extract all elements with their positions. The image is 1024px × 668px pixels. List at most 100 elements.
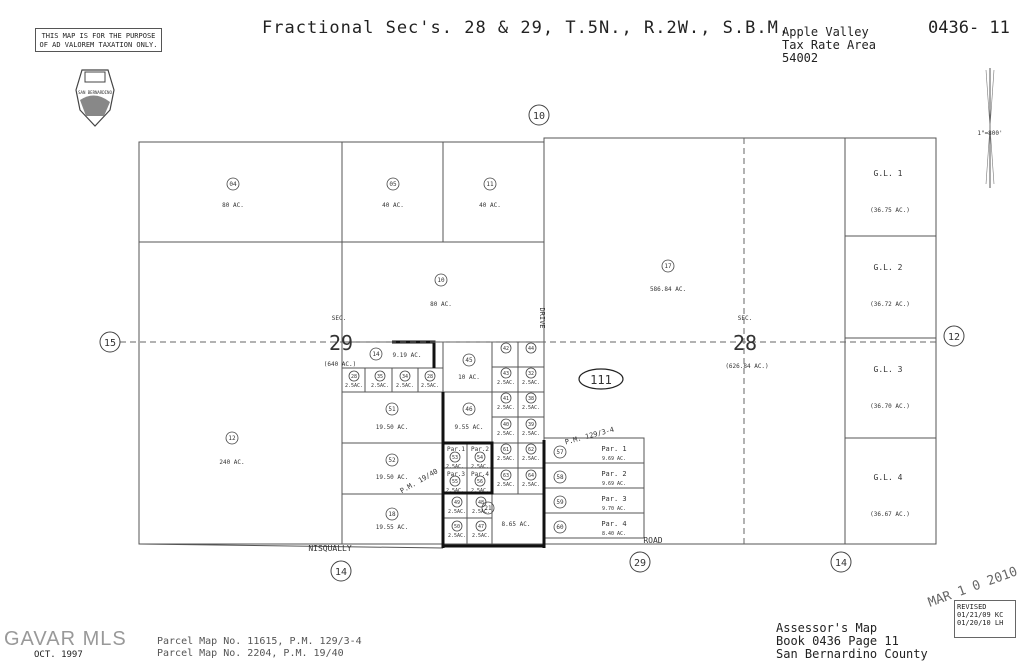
parcel-number-circle [553, 470, 567, 484]
parcel-acreage: 19.50 AC. [376, 474, 409, 481]
parcel-map-notes: Parcel Map No. 11615, P.M. 129/3-4 Parce… [157, 636, 362, 660]
parcel-number: 10 [437, 277, 445, 284]
parcel-acreage: 586.84 AC. [650, 286, 686, 293]
parcel-number-circle [385, 507, 399, 521]
small-parcel-number: 56 [477, 479, 483, 485]
small-parcel-number: 49 [454, 500, 460, 506]
parcel-number-circle [386, 177, 400, 191]
small-parcel-acreage: 2.5AC. [497, 456, 515, 462]
sec28-label: SEC. [738, 315, 752, 322]
small-parcel-acreage: 2.5AC. [471, 464, 489, 470]
page-ref-left: 15 [104, 338, 116, 349]
sec28-number: 28 [733, 331, 757, 355]
pm-129-label: P.M. 129/3-4 [564, 426, 615, 447]
parcel-number-circle [553, 495, 567, 509]
small-parcel-acreage: 2.5AC. [497, 431, 515, 437]
small-par-label: Par.3 [447, 471, 465, 478]
revised-entry-1: 01/21/09 KC [957, 611, 1004, 619]
parcel-number-circle [553, 520, 567, 534]
parcel-number-circle [525, 418, 537, 430]
map-title: Fractional Sec's. 28 & 29, T.5N., R.2W.,… [262, 18, 791, 38]
revised-entry-2: 01/20/10 LH [957, 619, 1004, 627]
parcel-number-circle [451, 520, 463, 532]
parcel-acreage: 40 AC. [382, 202, 404, 209]
small-parcel-acreage: 2.5AC. [472, 533, 490, 539]
parcel-number-circle [434, 273, 448, 287]
map-par-label: Par. 3 [601, 495, 626, 503]
disclaimer-line1: THIS MAP IS FOR THE PURPOSE [41, 32, 156, 40]
parcel-number-circle [449, 451, 461, 463]
parcel-number-circle [500, 392, 512, 404]
parcel-acreage: 40 AC. [479, 202, 501, 209]
small-parcel-number: 35 [377, 374, 383, 380]
small-parcel-number: 53 [452, 455, 458, 461]
map-par-acreage: 9.69 AC. [602, 456, 626, 462]
page-ref-bottom-left: 14 [335, 567, 347, 578]
parcel-number-circle [525, 342, 537, 354]
parcel-number-circle [385, 402, 399, 416]
parcel-number: 51 [388, 406, 396, 413]
parcel-number: 11 [486, 181, 494, 188]
small-parcel-number: 55 [452, 479, 458, 485]
small-par-label: Par.4 [471, 471, 489, 478]
map-par-label: Par. 1 [601, 445, 626, 453]
small-parcel-acreage: 2.5AC. [472, 509, 490, 515]
map-date: OCT. 1997 [34, 650, 83, 660]
parcel-number-circle [500, 469, 512, 481]
parcel-number-circle [500, 443, 512, 455]
parcel-number-circle [483, 177, 497, 191]
parcel-number-circle [553, 445, 567, 459]
page-number: 0436- 11 [928, 18, 1010, 38]
small-parcel-number: 64 [528, 473, 534, 479]
small-parcel-number: 41 [503, 396, 509, 402]
scale-label: 1"=800' [977, 130, 1002, 137]
map-par-acreage: 8.40 AC. [602, 531, 626, 537]
gov-lot-acreage: (36.70 AC.) [870, 403, 910, 410]
parcel-number-circle [374, 370, 386, 382]
map-par-acreage: 9.70 AC. [602, 506, 626, 512]
parcel-number-circle [500, 367, 512, 379]
sec29-label: SEC. [332, 315, 346, 322]
map-par-label: Par. 4 [601, 520, 626, 528]
gov-lot-label: G.L. 1 [874, 169, 903, 178]
parcel-number-circle [385, 453, 399, 467]
parcel-number-circle [500, 418, 512, 430]
small-par-label: Par.1 [447, 446, 465, 453]
parcel-number-circle [462, 353, 476, 367]
parcel-number-circle [462, 402, 476, 416]
parcel-number-circle [226, 177, 240, 191]
assessor-line1: Assessor's Map [776, 621, 878, 635]
small-parcel-number: 43 [503, 371, 509, 377]
parcel-number-circle [661, 259, 675, 273]
gov-lot-label: G.L. 3 [874, 365, 903, 374]
map-par-acreage: 9.69 AC. [602, 481, 626, 487]
small-par-label: Par.2 [471, 446, 489, 453]
parcel-acreage: 8.65 AC. [502, 521, 531, 528]
seal-text: SAN BERNARDINO [78, 90, 112, 95]
tract-oval: 111 [590, 373, 612, 387]
sec28-acres: (626.84 AC.) [725, 363, 768, 370]
parcel-number-circle [369, 347, 383, 361]
gov-lot-acreage: (36.75 AC.) [870, 207, 910, 214]
small-parcel-number: 40 [503, 422, 509, 428]
assessor-line3: San Bernardino County [776, 647, 928, 661]
parcel-map-note-1: Parcel Map No. 11615, P.M. 129/3-4 [157, 636, 362, 647]
county-seal-logo: SAN BERNARDINO [75, 69, 115, 127]
map-par-number: 59 [556, 499, 564, 506]
small-parcel-acreage: 2.5AC. [522, 456, 540, 462]
tax-area-line1: Apple Valley [782, 25, 869, 39]
road-nisqually: NISQUALLY [308, 544, 352, 553]
small-parcel-number: 48 [478, 500, 484, 506]
small-parcel-number: 62 [528, 447, 534, 453]
parcel-acreage: 80 AC. [430, 301, 452, 308]
page-ref-bottom-mid: 29 [634, 558, 646, 569]
parcel-number: 18 [388, 511, 396, 518]
parcel-number-circle [500, 342, 512, 354]
gov-lot-label: G.L. 4 [874, 473, 903, 482]
revised-label: REVISED [957, 603, 987, 611]
small-parcel-acreage: 2.5AC. [371, 383, 389, 389]
small-parcel-number: 28 [427, 374, 433, 380]
disclaimer-box: THIS MAP IS FOR THE PURPOSE OF AD VALORE… [35, 28, 162, 52]
